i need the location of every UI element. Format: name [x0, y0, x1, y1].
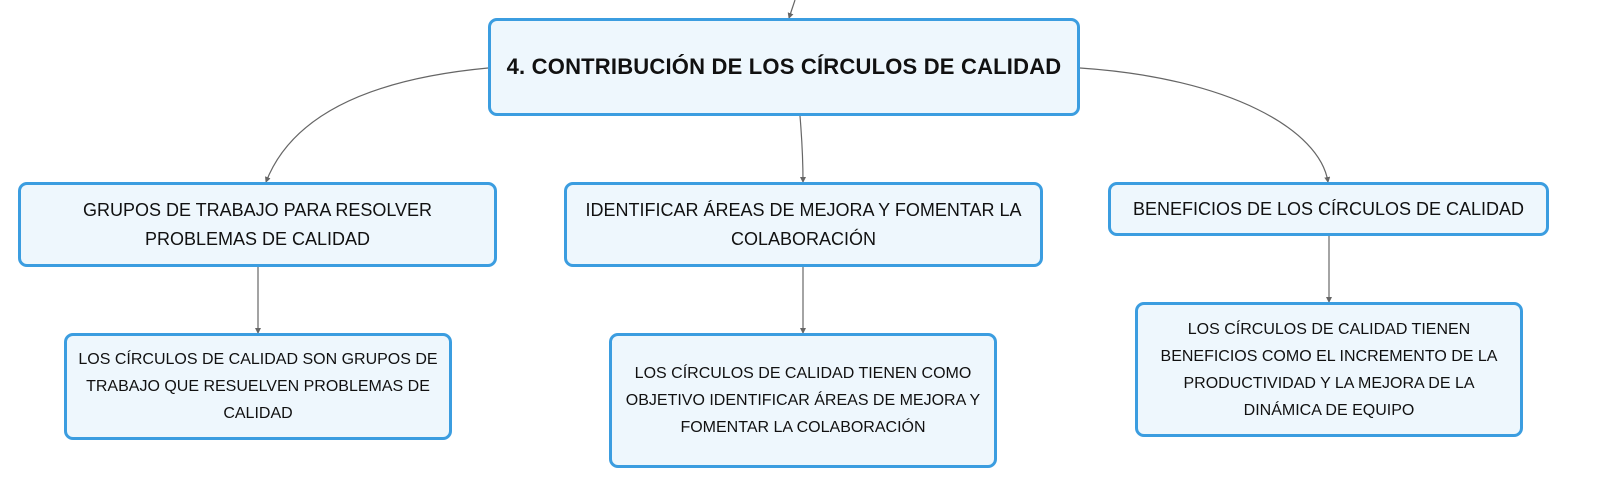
subtopic-label: LOS CÍRCULOS DE CALIDAD TIENEN COMO OBJE… [625, 365, 981, 436]
subtopic-label: LOS CÍRCULOS DE CALIDAD SON GRUPOS DE TR… [78, 351, 438, 422]
subtopic-grupos-detail[interactable]: LOS CÍRCULOS DE CALIDAD SON GRUPOS DE TR… [64, 333, 452, 440]
subtopic-label: LOS CÍRCULOS DE CALIDAD TIENEN BENEFICIO… [1160, 320, 1498, 419]
topic-grupos-de-trabajo[interactable]: GRUPOS DE TRABAJO PARA RESOLVER PROBLEMA… [18, 182, 497, 267]
topic-label: GRUPOS DE TRABAJO PARA RESOLVER PROBLEMA… [82, 199, 433, 249]
topic-identificar-areas[interactable]: IDENTIFICAR ÁREAS DE MEJORA Y FOMENTAR L… [564, 182, 1043, 267]
root-topic[interactable]: 4. CONTRIBUCIÓN DE LOS CÍRCULOS DE CALID… [488, 18, 1080, 116]
topic-beneficios[interactable]: BENEFICIOS DE LOS CÍRCULOS DE CALIDAD [1108, 182, 1549, 236]
topic-label: BENEFICIOS DE LOS CÍRCULOS DE CALIDAD [1132, 198, 1525, 219]
connector-parent-to-root [787, 0, 796, 19]
connector-root-to-beneficios [1079, 67, 1331, 183]
root-topic-label: 4. CONTRIBUCIÓN DE LOS CÍRCULOS DE CALID… [506, 54, 1062, 79]
connector-root-to-grupos [265, 67, 489, 183]
subtopic-areas-detail[interactable]: LOS CÍRCULOS DE CALIDAD TIENEN COMO OBJE… [609, 333, 997, 468]
subtopic-beneficios-detail[interactable]: LOS CÍRCULOS DE CALIDAD TIENEN BENEFICIO… [1135, 302, 1523, 437]
connector-root-to-areas [799, 115, 806, 183]
topic-label: IDENTIFICAR ÁREAS DE MEJORA Y FOMENTAR L… [585, 199, 1022, 249]
